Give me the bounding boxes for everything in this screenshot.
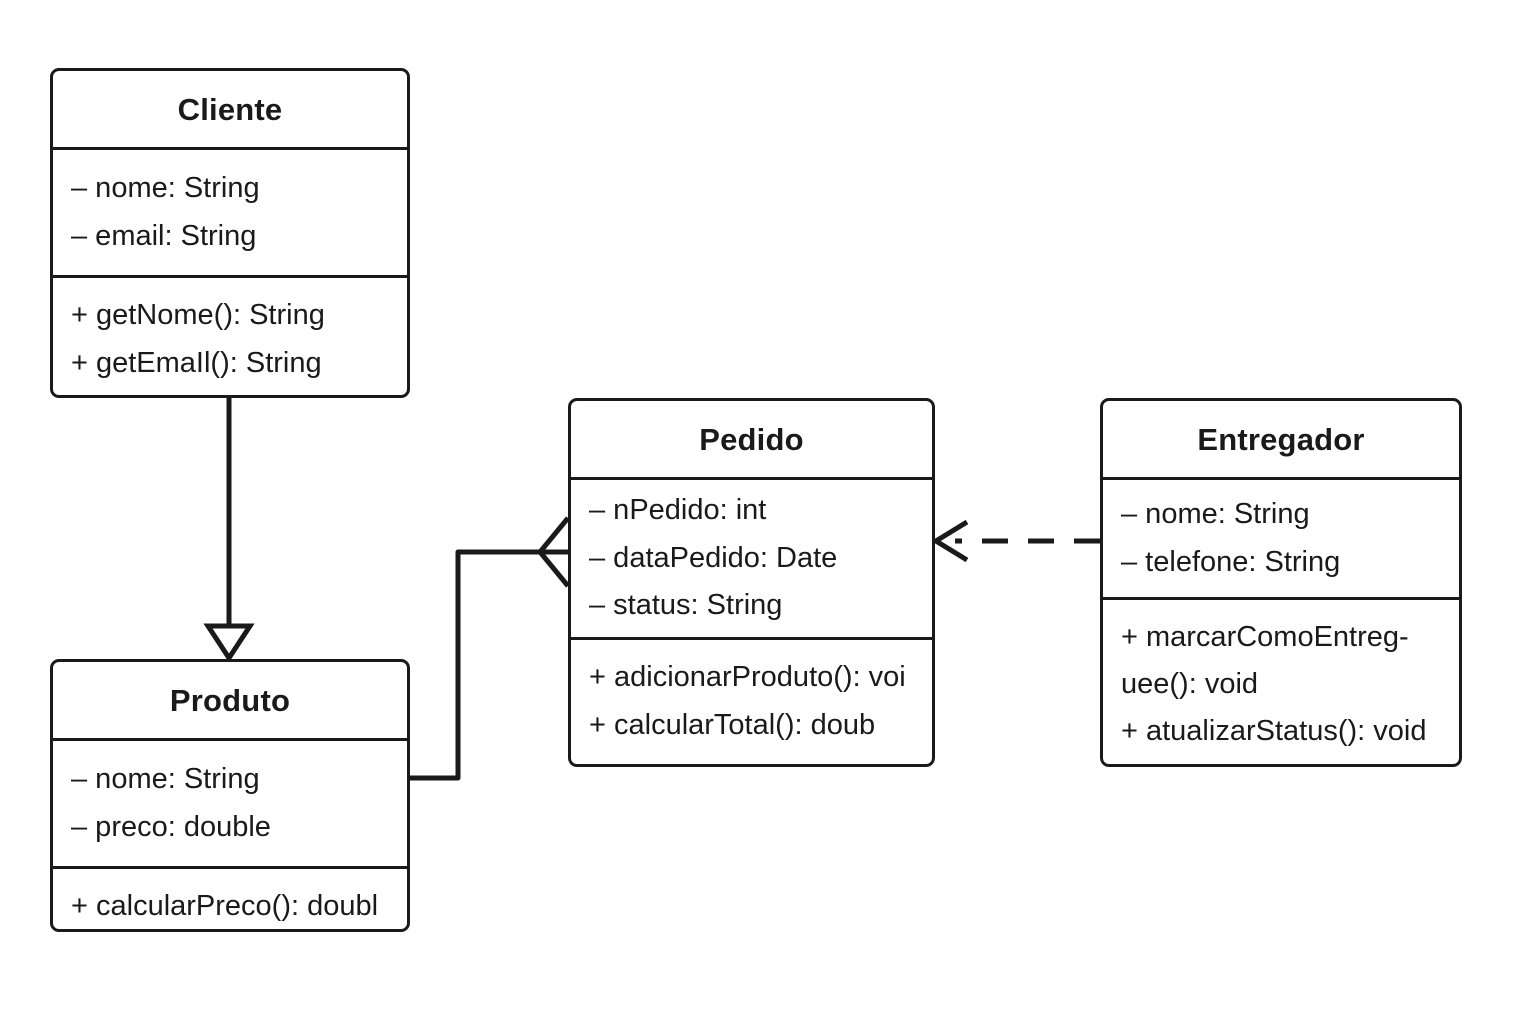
attribute-item: – email: String (71, 219, 257, 252)
class-name-row: Pedido (571, 401, 932, 480)
connector-cliente-produto (203, 398, 255, 663)
open-arrowhead (536, 516, 570, 588)
attributes-compartment: – nome: String – preco: double (53, 741, 407, 869)
method-item: + calcularTotal(): doub (589, 708, 876, 741)
uml-class-produto[interactable]: Produto – nome: String – preco: double +… (50, 659, 410, 932)
class-name: Entregador (1197, 421, 1365, 457)
attributes-compartment: – nPedido: int – dataPedido: Date – stat… (571, 480, 932, 640)
methods-compartment: + getNome(): String + getEmaIl(): String (53, 278, 407, 395)
method-item: + atualizarStatus(): void (1121, 714, 1427, 747)
connector-entregador-pedido (931, 519, 1100, 563)
attribute-item: – nome: String (1121, 497, 1310, 530)
connector-produto-pedido (410, 516, 570, 781)
uml-class-cliente[interactable]: Cliente – nome: String – email: String +… (50, 68, 410, 398)
method-item: + getNome(): String (71, 299, 325, 331)
hollow-triangle-arrowhead (203, 623, 255, 663)
method-item: + marcarComoEntreg-uee(): void (1121, 621, 1409, 700)
method-item: + adicionarProduto(): voi (589, 661, 906, 693)
class-name-row: Produto (53, 662, 407, 741)
methods-compartment: + marcarComoEntreg-uee(): void + atualiz… (1103, 600, 1459, 764)
attribute-item: – nome: String (71, 762, 260, 795)
method-item: + getEmaIl(): String (71, 346, 322, 379)
class-name: Pedido (699, 421, 804, 457)
attribute-item: – telefone: String (1121, 545, 1341, 578)
class-name: Produto (169, 682, 291, 718)
uml-class-entregador[interactable]: Entregador – nome: String – telefone: St… (1100, 398, 1462, 767)
class-name-row: Entregador (1103, 401, 1459, 480)
methods-compartment: + calcularPreco(): doubl (53, 869, 407, 929)
attribute-item: – dataPedido: Date (589, 541, 838, 574)
attribute-item: – nome: String (71, 171, 260, 204)
attribute-item: – status: String (589, 589, 783, 622)
class-name: Cliente (177, 91, 283, 127)
method-item: + calcularPreco(): doubl (71, 890, 379, 922)
class-name-row: Cliente (53, 71, 407, 150)
attribute-item: – nPedido: int (589, 494, 767, 527)
methods-compartment: + adicionarProduto(): voi + calcularTota… (571, 640, 932, 763)
attribute-item: – preco: double (71, 810, 271, 843)
open-arrowhead (931, 519, 969, 563)
attributes-compartment: – nome: String – telefone: String (1103, 480, 1459, 600)
attributes-compartment: – nome: String – email: String (53, 150, 407, 278)
uml-class-pedido[interactable]: Pedido – nPedido: int – dataPedido: Date… (568, 398, 935, 767)
